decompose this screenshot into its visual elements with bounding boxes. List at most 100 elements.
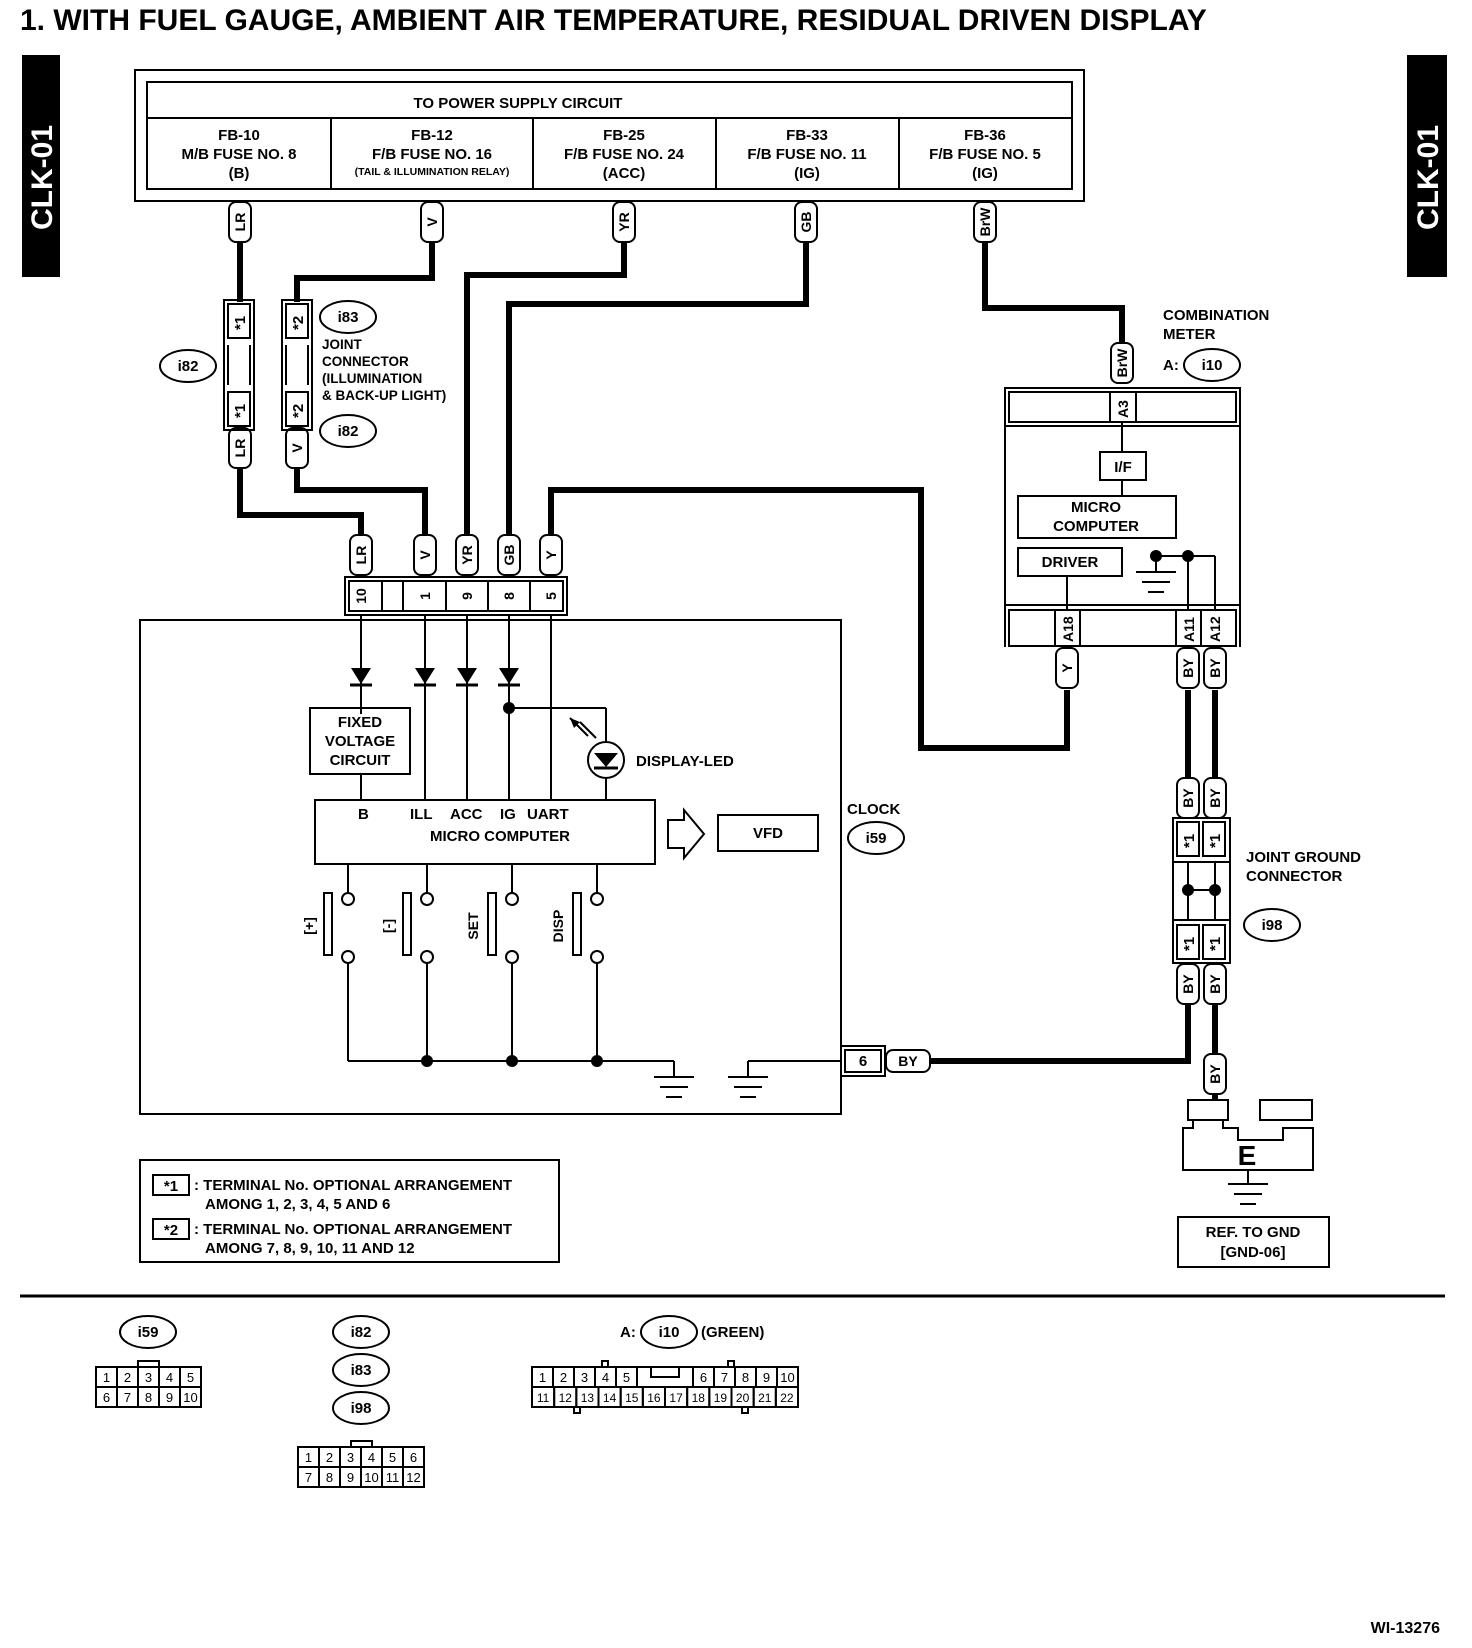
fuse-circuit: (B) (229, 165, 250, 182)
fuse-circuit: (IG) (972, 165, 998, 182)
wire-color-tag: GB (497, 534, 521, 576)
side-tab-left-label: CLK-01 (26, 125, 59, 230)
clock-ground-pin: 6 (859, 1053, 867, 1070)
wire-color-label: BY (898, 1053, 918, 1069)
wire-color-label: BY (1207, 788, 1223, 808)
wire-color-tag: LR (228, 427, 252, 469)
connector-pin: 4 (602, 1370, 609, 1385)
connector-pin: 7 (721, 1370, 728, 1385)
connector-i82-label: i82 (351, 1324, 372, 1341)
fuse-id: FB-33 (786, 127, 828, 144)
clock-pin-number: 5 (543, 592, 559, 600)
fuse-name: F/B FUSE NO. 16 (372, 146, 492, 163)
connector-pin: 20 (736, 1391, 750, 1405)
ground-e: E REF. TO GND [GND-06] (1177, 1099, 1330, 1268)
switch-disp: DISP (550, 864, 604, 1061)
connector-i82-label: i82 (338, 423, 359, 440)
connector-pin: 21 (758, 1391, 772, 1405)
wire-color-label: GB (501, 545, 517, 566)
diode-symbol (456, 668, 478, 687)
wire-color-tag: LR (349, 534, 373, 576)
connector-pin: 9 (166, 1390, 173, 1405)
display-led-label: DISPLAY-LED (636, 753, 734, 770)
micro-input-acc: ACC (450, 806, 483, 823)
meter-if-label: I/F (1114, 459, 1132, 476)
connector-pin: 8 (742, 1370, 749, 1385)
star2-tag: *2 (290, 404, 307, 418)
side-tab-left: CLK-01 (22, 55, 60, 277)
connector-pin: 15 (625, 1391, 639, 1405)
fuse-name: F/B FUSE NO. 11 (747, 146, 866, 163)
joint-ground-label: CONNECTOR (1246, 868, 1343, 885)
connector-pin: 18 (692, 1391, 706, 1405)
wire-color-tag: BY (1203, 963, 1227, 1005)
wire-color-label: GB (798, 212, 814, 233)
wire-color-label: YR (616, 212, 632, 231)
wire-color-label: V (417, 550, 433, 560)
wire-color-tag: BY (1203, 647, 1227, 689)
wire-color-tag: BrW (1110, 342, 1134, 384)
joint-connector-label: & BACK-UP LIGHT) (322, 388, 446, 403)
connector-pin: 4 (166, 1370, 173, 1385)
star1-tag: *1 (232, 404, 249, 418)
connector-pin: 9 (347, 1470, 354, 1485)
wire-color-tag: BY (1176, 647, 1200, 689)
wire-color-tag: Y (539, 534, 563, 576)
ground-symbol (728, 1060, 770, 1098)
joint-connector-i82-i83: *1 *1 *2 *2 i82 i83 i82 JOINT CONNECTOR … (159, 299, 446, 448)
joint-connector-label: CONNECTOR (322, 354, 409, 369)
connector-pin: 7 (124, 1390, 131, 1405)
side-tab-right-label: CLK-01 (1412, 125, 1445, 230)
connector-i10-prefix: A: (620, 1324, 636, 1341)
wire-color-label: BY (1180, 658, 1196, 678)
star1-tag: *1 (1181, 937, 1198, 951)
wire-color-tag: BY (1203, 1053, 1227, 1095)
connector-pin: 13 (581, 1391, 595, 1405)
connector-pin: 8 (145, 1390, 152, 1405)
fixed-voltage-label: VOLTAGE (325, 733, 395, 750)
ground-ref: REF. TO GND (1206, 1224, 1301, 1241)
switch-label: [-] (380, 919, 396, 933)
wire-color-tag: V (285, 427, 309, 469)
connector-pin: 17 (669, 1391, 683, 1405)
power-supply-circuit: TO POWER SUPPLY CIRCUIT FB-10M/B FUSE NO… (134, 69, 1085, 202)
meter-pin-a3: A3 (1115, 400, 1131, 418)
note-tag: *1 (164, 1178, 178, 1195)
star2-tag: *2 (290, 316, 307, 330)
connector-i98-label: i98 (351, 1400, 372, 1417)
connector-i10-label: i10 (1202, 357, 1223, 374)
note-tag: *2 (164, 1222, 178, 1239)
switch-label: SET (465, 912, 481, 940)
combination-meter-label: COMBINATION (1163, 307, 1269, 324)
connector-pin: 1 (539, 1370, 546, 1385)
wire-color-label: V (424, 217, 440, 227)
connector-i10-color: (GREEN) (701, 1324, 764, 1341)
star1-tag: *1 (1207, 937, 1224, 951)
wire-color-label: BrW (1114, 348, 1130, 378)
connector-pin: 1 (103, 1370, 110, 1385)
wire-color-label: BY (1180, 974, 1196, 994)
switch-label: DISP (550, 910, 566, 943)
connector-pin: 12 (559, 1391, 573, 1405)
connector-pin: 2 (560, 1370, 567, 1385)
switch-minus: [-] (380, 864, 434, 1061)
connector-pin: 7 (305, 1470, 312, 1485)
fuse-id: FB-10 (218, 127, 260, 144)
fuse-circuit: (TAIL & ILLUMINATION RELAY) (355, 166, 510, 178)
connector-pin: 6 (700, 1370, 707, 1385)
joint-connector-label: (ILLUMINATION (322, 371, 422, 386)
wire-color-label: BY (1207, 1064, 1223, 1084)
joint-connector-label: JOINT (322, 337, 363, 352)
connector-i83-label: i83 (338, 309, 359, 326)
clock-label: CLOCK (847, 801, 900, 818)
joint-ground-connector: *1 *1 *1 *1 JOINT GROUND CONNECTOR i98 (1172, 817, 1361, 964)
clock-pin-number: 9 (459, 592, 475, 600)
meter-micro-label: COMPUTER (1053, 518, 1139, 535)
wire-color-label: LR (353, 546, 369, 565)
connector-pin: 5 (623, 1370, 630, 1385)
wire-color-tag: BrW (973, 201, 997, 243)
connector-pin: 22 (780, 1391, 794, 1405)
micro-input-ig: IG (500, 806, 516, 823)
